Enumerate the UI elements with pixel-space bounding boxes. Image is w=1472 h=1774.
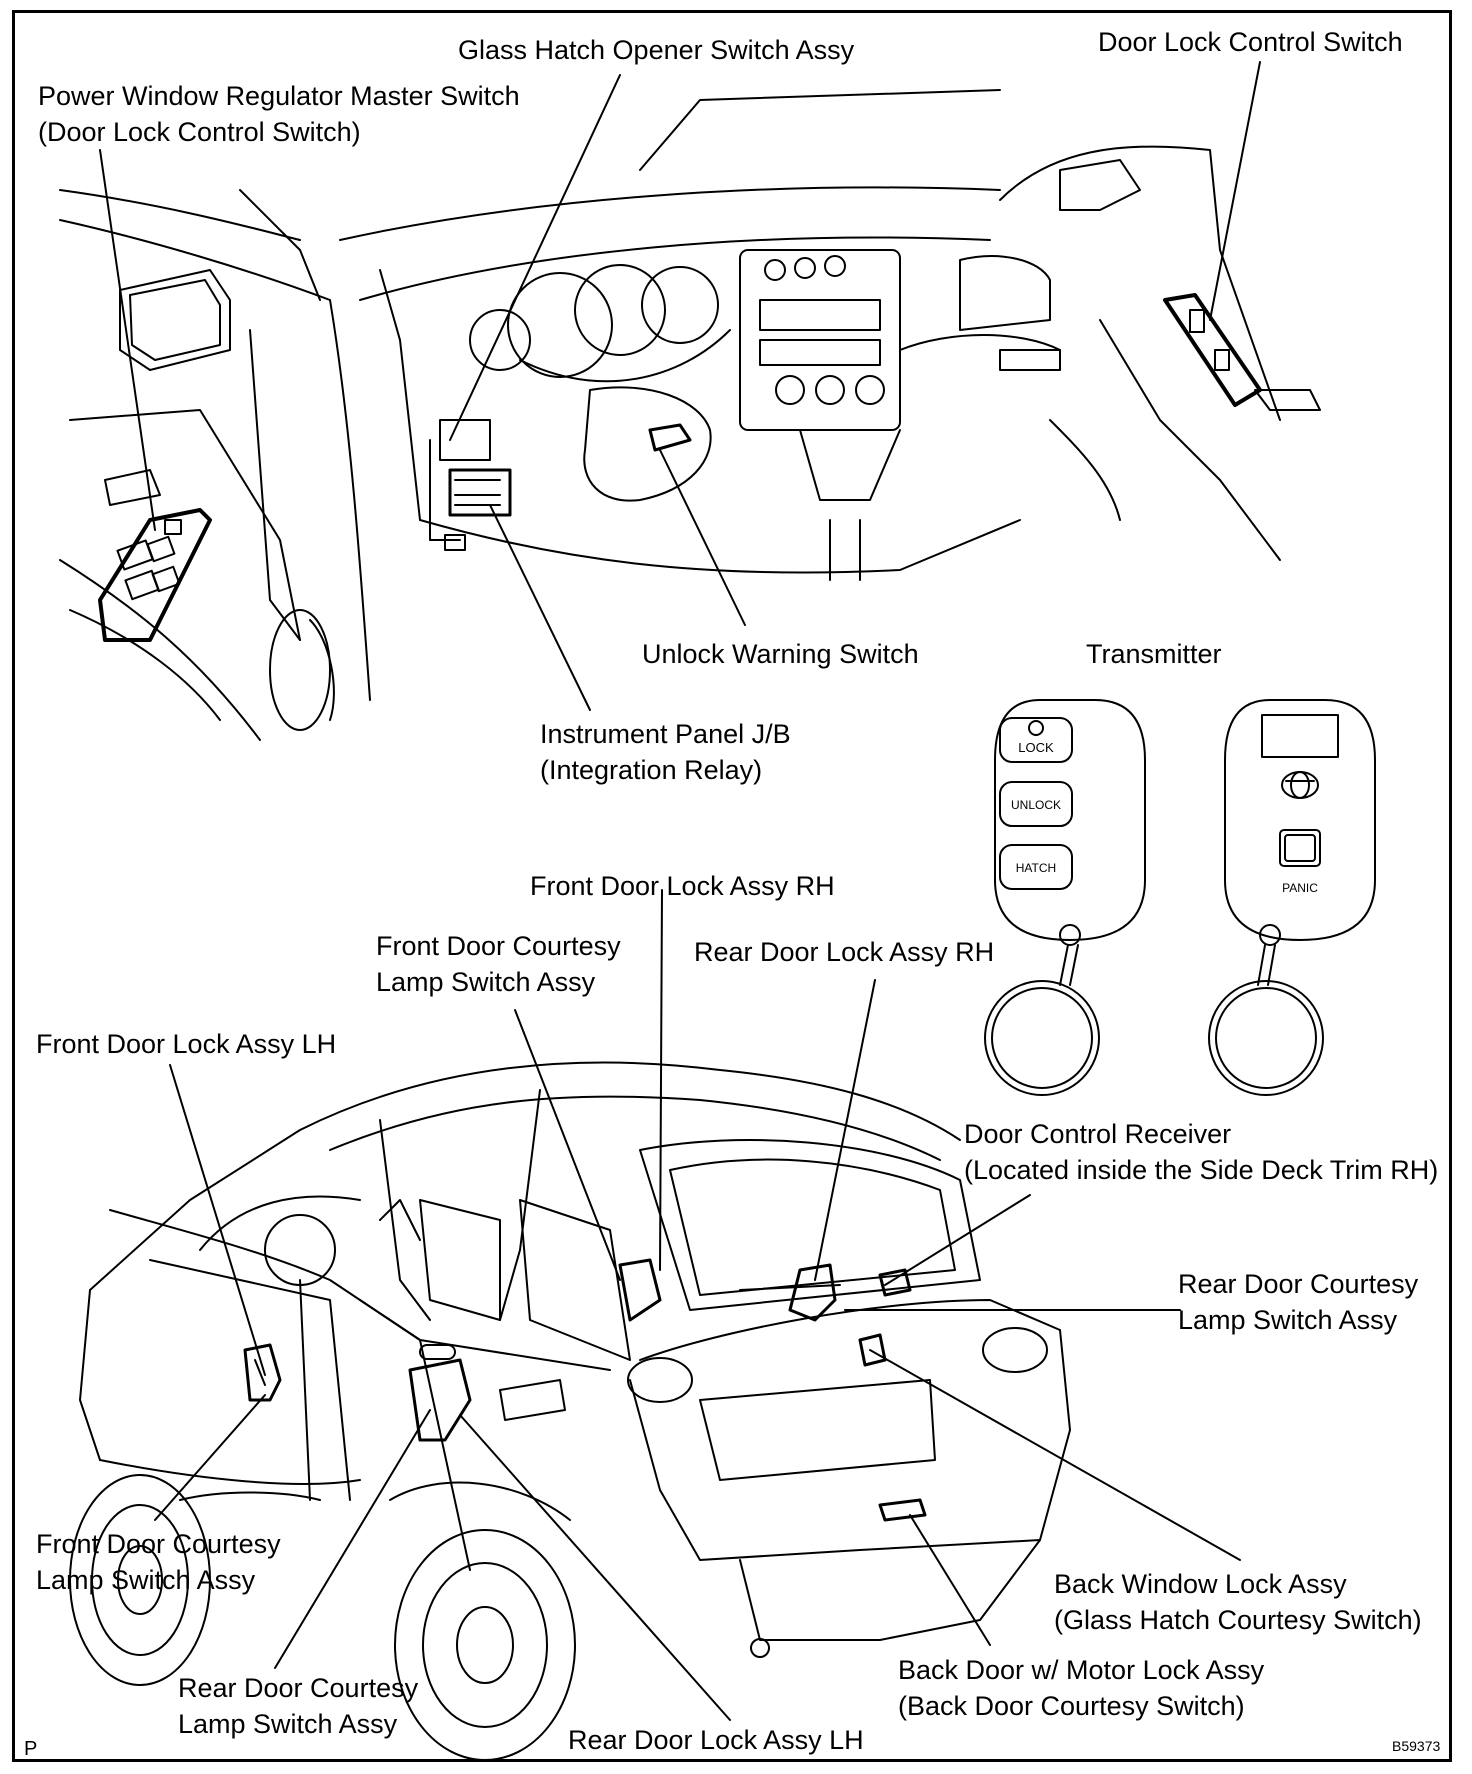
label-front-door-courtesy-switch-rh: Front Door Courtesy Lamp Switch Assy	[376, 931, 621, 997]
label-power-window-master-switch: Power Window Regulator Master Switch (Do…	[38, 81, 520, 147]
leader-lines	[99, 61, 1261, 1721]
label-glass-hatch-opener-switch: Glass Hatch Opener Switch Assy	[458, 35, 855, 65]
label-rear-door-lock-rh: Rear Door Lock Assy RH	[694, 937, 995, 967]
vehicle-illustration	[69, 1061, 1071, 1761]
transmitter-illustration	[984, 699, 1376, 1096]
label-door-lock-control-switch: Door Lock Control Switch	[1098, 27, 1403, 57]
unlock-button-label: UNLOCK	[1011, 798, 1061, 812]
hatch-button-label: HATCH	[1016, 861, 1056, 875]
label-back-door-motor-lock: Back Door w/ Motor Lock Assy (Back Door …	[898, 1655, 1265, 1721]
label-front-door-lock-lh: Front Door Lock Assy LH	[36, 1029, 337, 1059]
diagram-border	[12, 10, 1452, 1762]
label-front-door-lock-rh: Front Door Lock Assy RH	[530, 871, 835, 901]
label-rear-door-lock-lh: Rear Door Lock Assy LH	[568, 1725, 864, 1755]
label-transmitter: Transmitter	[1086, 639, 1222, 669]
label-instrument-panel-jb: Instrument Panel J/B (Integration Relay)	[540, 719, 791, 785]
dashboard-illustration	[59, 89, 1321, 741]
figure-id: B59373	[1392, 1738, 1441, 1754]
lock-button-label: LOCK	[1018, 740, 1054, 755]
label-front-door-courtesy-switch-lh: Front Door Courtesy Lamp Switch Assy	[36, 1529, 281, 1595]
corner-mark-left: P	[24, 1738, 38, 1760]
label-unlock-warning-switch: Unlock Warning Switch	[642, 639, 919, 669]
label-rear-door-courtesy-switch-lh: Rear Door Courtesy Lamp Switch Assy	[178, 1673, 419, 1739]
label-back-window-lock: Back Window Lock Assy (Glass Hatch Court…	[1054, 1569, 1422, 1635]
label-rear-door-courtesy-switch-rh: Rear Door Courtesy Lamp Switch Assy	[1178, 1269, 1419, 1335]
label-door-control-receiver: Door Control Receiver (Located inside th…	[964, 1119, 1439, 1185]
panic-button-label: PANIC	[1282, 881, 1318, 895]
